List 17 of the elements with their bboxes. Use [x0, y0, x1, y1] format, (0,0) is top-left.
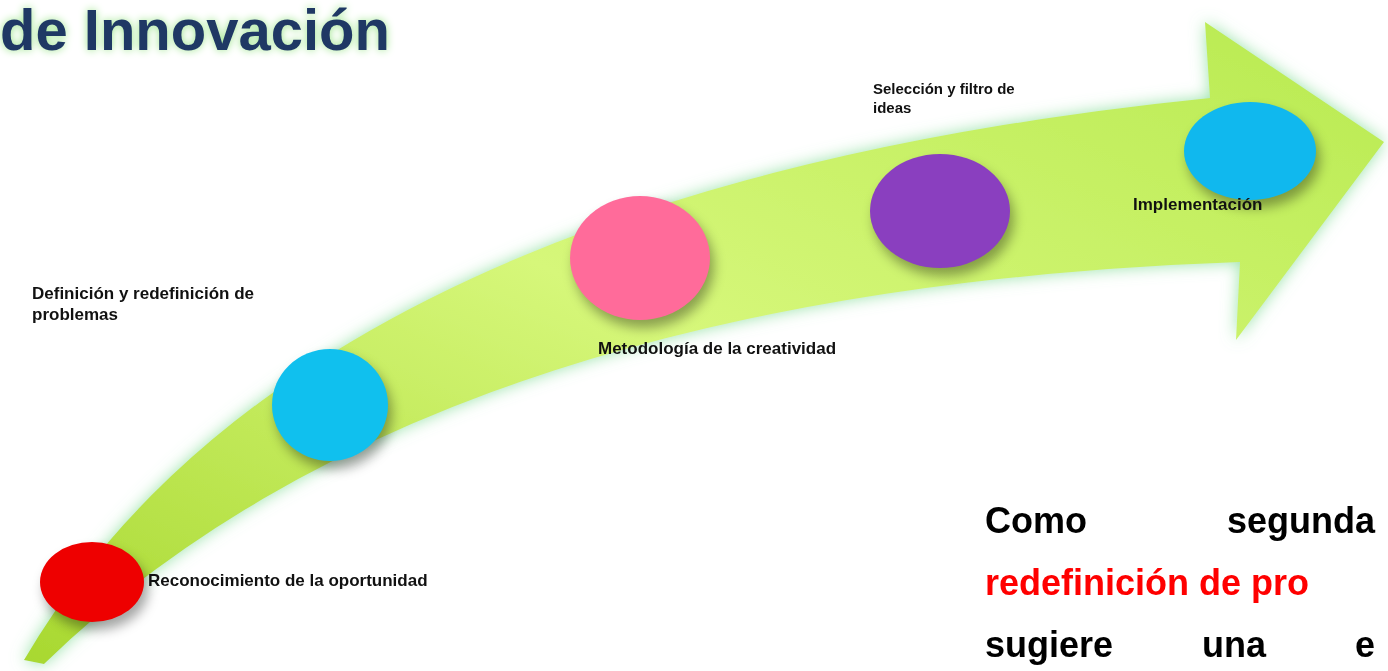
circle-marker	[870, 154, 1010, 268]
step-label: Selección y filtro de ideas	[873, 80, 1016, 118]
step-label: Definición y redefinición de problemas	[32, 283, 255, 326]
circle-marker	[272, 349, 388, 461]
text-word: segunda	[1226, 499, 1375, 543]
circle-marker	[1184, 102, 1316, 200]
title: de Innovación	[0, 0, 390, 64]
text-word: una	[1202, 623, 1266, 667]
text-line: redefinición de pro	[985, 561, 1310, 605]
step-label: Reconocimiento de la oportunidad	[148, 570, 429, 592]
circle-marker	[40, 542, 144, 622]
text-word: e	[1354, 623, 1375, 667]
step-label: Implementación	[1133, 194, 1264, 216]
text-word: sugiere	[985, 623, 1114, 667]
step-label: Metodología de la creatividad	[598, 338, 838, 360]
circle-marker	[570, 196, 710, 320]
text-word: Como	[985, 499, 1087, 543]
